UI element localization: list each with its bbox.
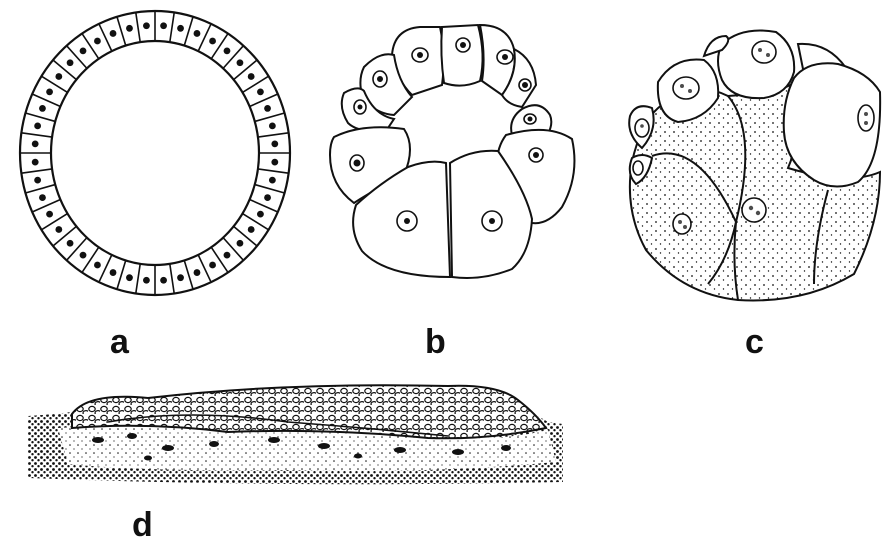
cell-nucleus xyxy=(34,177,41,184)
panel-label-d: d xyxy=(132,508,153,542)
cell-nucleus xyxy=(110,269,117,276)
cell-nucleus xyxy=(177,25,184,32)
cell-nucleus xyxy=(224,252,231,259)
cell-nucleus xyxy=(269,122,276,129)
panel-d-figure xyxy=(28,378,563,490)
cell-nucleus xyxy=(55,73,62,80)
cell-nucleus xyxy=(80,47,87,54)
cell-nucleus xyxy=(32,159,39,166)
panel-c-figure xyxy=(618,22,882,307)
cell-nucleus xyxy=(160,22,167,29)
cell-nucleus xyxy=(67,240,74,247)
cell-nucleus xyxy=(264,105,271,112)
panel-label-c: c xyxy=(745,325,764,359)
cell-nucleus xyxy=(257,211,264,218)
coeloblastula-ring-icon xyxy=(20,11,290,295)
cell-nucleus xyxy=(46,211,53,218)
cell-nucleus xyxy=(264,194,271,201)
panel-label-a: a xyxy=(110,325,129,359)
cell-nucleus xyxy=(257,88,264,95)
cell-nucleus xyxy=(55,226,62,233)
cell-nucleus xyxy=(224,47,231,54)
panel-a-figure xyxy=(10,5,300,300)
cell-nucleus xyxy=(271,140,278,147)
blastocoel xyxy=(51,41,259,265)
stereoblastula-icon xyxy=(629,31,880,301)
panel-b-figure xyxy=(322,15,584,285)
cell-nucleus xyxy=(80,252,87,259)
cell-layer xyxy=(20,11,290,295)
cell-nucleus xyxy=(143,22,150,29)
cell-nucleus xyxy=(143,277,150,284)
cell-nucleus xyxy=(248,73,255,80)
cell-nucleus xyxy=(110,30,117,37)
cell-nucleus xyxy=(177,274,184,281)
cell-nucleus xyxy=(209,262,216,269)
cell-nucleus xyxy=(94,262,101,269)
discoblastula-section-icon xyxy=(28,385,563,484)
cell-nucleus xyxy=(126,274,133,281)
cell-nucleus xyxy=(194,269,201,276)
cell-nucleus xyxy=(269,177,276,184)
cell-nucleus xyxy=(194,30,201,37)
cell-nucleus xyxy=(271,159,278,166)
cell-nucleus xyxy=(32,140,39,147)
amphiblastula-icon xyxy=(330,25,574,278)
cell-nucleus xyxy=(67,59,74,66)
panel-label-b: b xyxy=(425,325,446,359)
cell-nucleus xyxy=(39,194,46,201)
cell-nucleus xyxy=(160,277,167,284)
cell-nucleus xyxy=(34,122,41,129)
cell-nucleus xyxy=(126,25,133,32)
cell-nucleus xyxy=(46,88,53,95)
cell-nucleus xyxy=(39,105,46,112)
cell-nucleus xyxy=(237,59,244,66)
cell-nucleus xyxy=(94,38,101,45)
cell-nucleus xyxy=(209,38,216,45)
cell-nucleus xyxy=(248,226,255,233)
cell-nucleus xyxy=(237,240,244,247)
